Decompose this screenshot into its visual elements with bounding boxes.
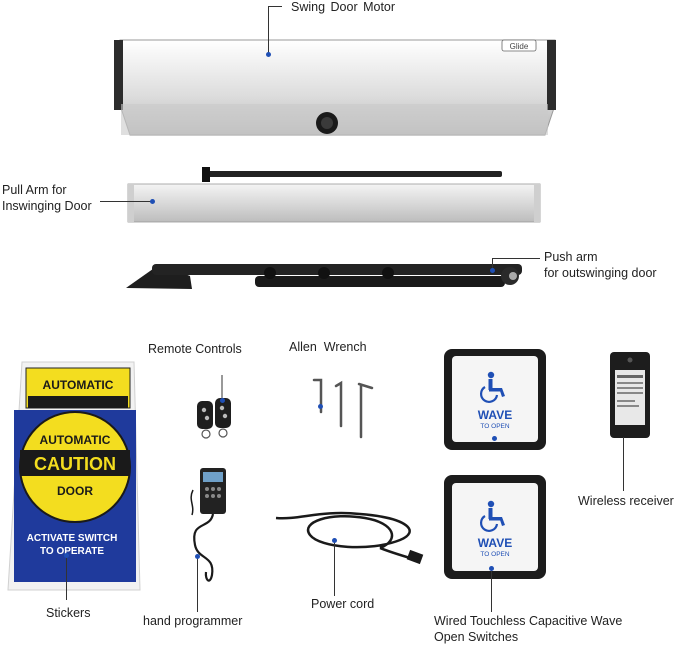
leader-pull-arm — [100, 201, 152, 202]
remote-controls — [197, 375, 231, 439]
door-motor: Glide — [114, 39, 556, 136]
dot-remote — [220, 398, 225, 403]
stickers: AUTOMATIC AUTOMATIC CAUTION DOOR ACTIVAT… — [7, 361, 141, 591]
wave-top-to-open: TO OPEN — [480, 423, 509, 430]
dot-allen — [318, 404, 323, 409]
dot-wave-top — [492, 436, 497, 441]
sticker-caution: CAUTION — [34, 454, 116, 474]
sticker-activate-line2: TO OPERATE — [40, 546, 104, 557]
label-pull-arm-line2: Inswinging Door — [2, 199, 92, 213]
wireless-receiver — [610, 352, 650, 438]
dot-motor — [266, 52, 271, 57]
dot-wave-bottom — [489, 566, 494, 571]
label-pull-arm-line1: Pull Arm for — [2, 183, 67, 197]
wave-bottom-to-open: TO OPEN — [480, 551, 509, 558]
wave-switch-top: WAVE TO OPEN — [444, 349, 546, 450]
sticker-automatic: AUTOMATIC — [40, 433, 111, 447]
label-power: Power cord — [311, 597, 375, 611]
sticker-activate-line1: ACTIVATE SWITCH — [27, 533, 118, 544]
allen-wrenches — [312, 378, 374, 439]
label-switch-line1: Wired Touchless Capacitive Wave — [434, 614, 623, 628]
wheelchair-icon — [480, 500, 505, 532]
dot-power — [332, 538, 337, 543]
leader-motor-tick — [268, 6, 282, 7]
sticker-top-word: AUTOMATIC — [43, 378, 114, 392]
leader-motor — [268, 6, 269, 54]
leader-power — [334, 540, 335, 596]
label-wireless: Wireless receiver — [578, 494, 674, 508]
leader-switch — [491, 568, 492, 612]
label-stickers: Stickers — [46, 606, 91, 620]
label-push-arm-line2: for outswinging door — [544, 266, 657, 280]
power-cord — [275, 511, 424, 565]
sticker-door: DOOR — [57, 484, 93, 498]
leader-push-arm — [492, 258, 540, 259]
label-push-arm-line1: Push arm — [544, 250, 598, 264]
hand-programmer — [190, 468, 226, 582]
leader-wireless — [623, 437, 624, 491]
leader-programmer — [197, 556, 198, 612]
label-switch-line2: Open Switches — [434, 630, 519, 644]
label-motor: Swing Door Motor — [291, 0, 396, 14]
motor-brand-logo: Glide — [510, 42, 529, 51]
dot-pull-arm — [150, 199, 155, 204]
dot-programmer — [195, 554, 200, 559]
wave-top-wave: WAVE — [478, 408, 512, 422]
label-allen: Allen Wrench — [289, 340, 367, 354]
push-arm — [126, 264, 522, 289]
wave-bottom-wave: WAVE — [478, 536, 512, 550]
leader-stickers — [66, 555, 67, 600]
dot-stickers — [64, 553, 69, 558]
wheelchair-icon — [480, 371, 505, 403]
pull-arm — [127, 167, 541, 223]
wave-switch-bottom: WAVE TO OPEN — [444, 475, 546, 579]
dot-push-arm — [490, 268, 495, 273]
leader-push-arm-v — [492, 258, 493, 270]
label-programmer: hand programmer — [143, 614, 243, 628]
label-remote: Remote Controls — [148, 342, 242, 356]
